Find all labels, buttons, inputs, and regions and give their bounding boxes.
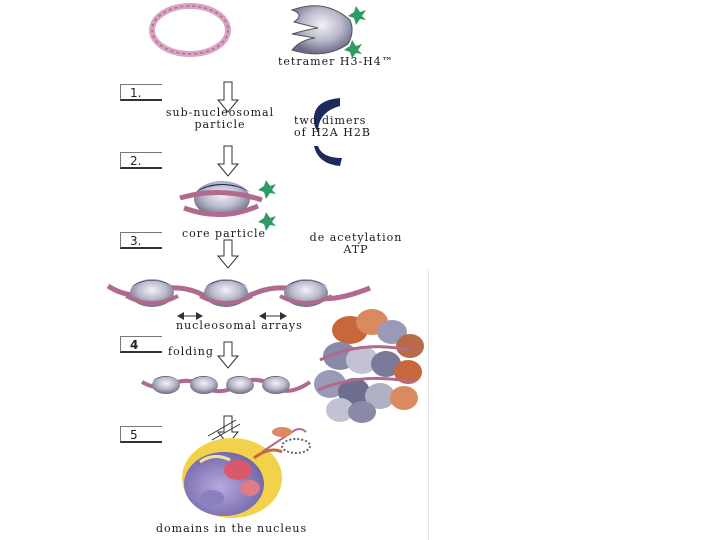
core-particle-icon — [179, 180, 276, 231]
core-particle-label: core particle — [182, 227, 267, 240]
subnucleosomal-line-2: particle — [194, 118, 246, 131]
deacetylation-line-1: de acetylation — [309, 231, 403, 244]
arrow-step-1 — [216, 81, 240, 113]
folding-array-icon — [141, 376, 312, 394]
dimer-h2a-icon — [313, 98, 340, 132]
tetramer-icon — [290, 5, 366, 58]
nucleosomal-arrays-label: nucleosomal arrays — [176, 319, 303, 332]
deacetylation-label: de acetylation ATP — [306, 232, 406, 256]
folding-label: folding — [168, 345, 214, 358]
nucleus-domains-icon — [182, 427, 311, 518]
step-3-box: 3. — [120, 232, 162, 249]
deacetylation-line-2: ATP — [343, 243, 369, 256]
two-dimers-line-1: two dimers — [294, 114, 367, 127]
arrow-step-4 — [216, 341, 240, 369]
subnucleosomal-line-1: sub-nucleosomal — [165, 106, 275, 119]
two-dimers-label: two dimers of H2A H2B — [294, 115, 371, 139]
arrow-step-5 — [207, 415, 241, 445]
panel-edge-line — [428, 270, 429, 540]
arrow-step-3 — [216, 239, 240, 269]
step-4-box: 4 — [120, 336, 162, 353]
nucleosomal-array-icon — [106, 279, 371, 320]
folded-fiber-icon — [314, 309, 424, 423]
circular-dna-icon — [149, 3, 231, 57]
two-dimers-line-2: of H2A H2B — [294, 126, 371, 139]
step-5-box: 5 — [120, 426, 162, 443]
arrow-step-2 — [216, 145, 240, 177]
domains-label: domains in the nucleus — [156, 522, 308, 535]
step-2-box: 2. — [120, 152, 162, 169]
step-1-box: 1. — [120, 84, 162, 101]
subnucleosomal-label: sub-nucleosomal particle — [160, 107, 280, 131]
dimer-h2b-icon — [314, 146, 342, 166]
tetramer-label: tetramer H3-H4™ — [278, 55, 394, 68]
